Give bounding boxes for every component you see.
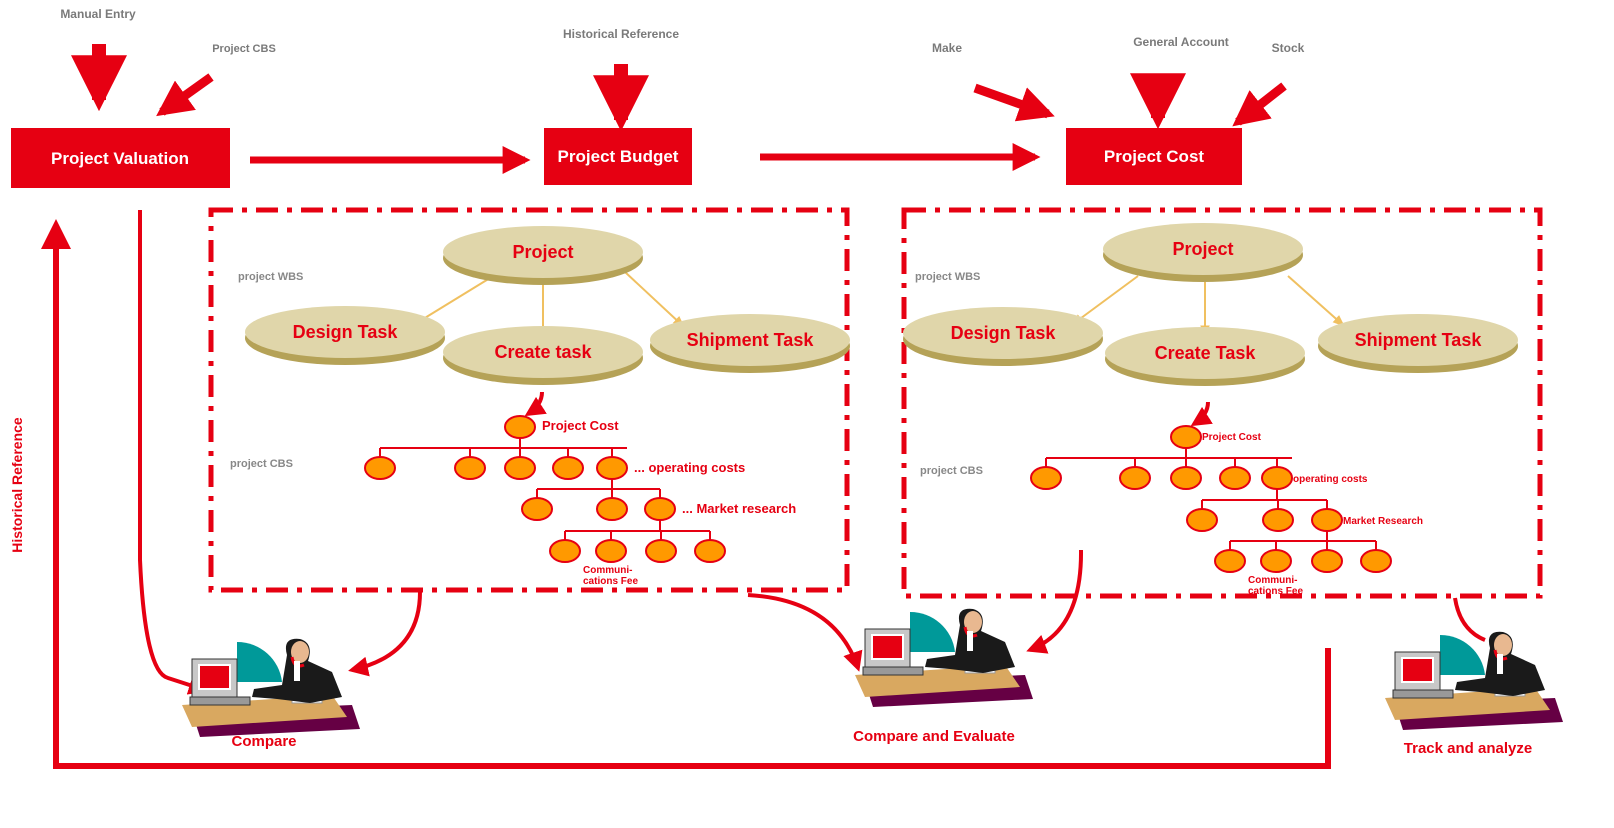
svg-text:Project: Project <box>512 242 573 262</box>
cbs-node <box>694 539 726 563</box>
cbs-node <box>596 456 628 480</box>
arrow-down-icon <box>71 44 1287 132</box>
right-wbs-cbs-frame <box>901 207 1543 599</box>
cbs-node <box>1170 466 1202 490</box>
cbs-node <box>1030 466 1062 490</box>
communications-fee-label: Communi- <box>1248 575 1297 586</box>
cbs-node <box>1311 549 1343 573</box>
source-project-cbs: Project CBS <box>212 43 276 55</box>
cbs-label: project CBS <box>230 458 293 470</box>
operating-costs-label: ... operating costs <box>634 460 745 475</box>
cbs-node <box>1214 549 1246 573</box>
cbs-node <box>504 415 536 439</box>
svg-text:Project: Project <box>1172 239 1233 259</box>
svg-text:Create Task: Create Task <box>1155 343 1257 363</box>
source-make: Make <box>932 41 962 55</box>
cost-node-label: Project Cost <box>1202 432 1262 443</box>
cbs-node <box>644 497 676 521</box>
source-manual-entry: Manual Entry <box>60 7 136 21</box>
left-wbs-cbs-frame <box>208 207 850 593</box>
caption-compare-evaluate: Compare and Evaluate <box>853 728 1015 745</box>
wbs-connector <box>412 277 491 326</box>
operating-costs-label: operating costs <box>1293 474 1368 485</box>
project-valuation-box: Project Valuation <box>11 128 230 188</box>
communications-fee-label: Communi- <box>583 565 632 576</box>
wbs-node-project: Project <box>443 226 643 285</box>
cbs-node <box>521 497 553 521</box>
wbs-label: project WBS <box>915 271 980 283</box>
wbs-node-design-task: Design Task <box>903 307 1103 366</box>
cbs-link-arrow <box>524 391 547 417</box>
cbs-node <box>645 539 677 563</box>
wbs-node-shipment-task: Shipment Task <box>650 314 850 373</box>
wbs-node-create-task: Create Task <box>1105 327 1305 386</box>
communications-fee-label-2: cations Fee <box>1248 586 1303 597</box>
project-cost-box: Project Cost <box>1066 128 1242 185</box>
person-at-computer-icon <box>1385 631 1563 730</box>
wbs-node-project: Project <box>1103 223 1303 282</box>
caption-track-analyze: Track and analyze <box>1404 740 1532 757</box>
market-research-label: ... Market research <box>682 501 796 516</box>
source-general-account: General Account <box>1133 35 1229 49</box>
cbs-node <box>595 539 627 563</box>
cbs-node <box>1261 466 1293 490</box>
cbs-node <box>1260 549 1292 573</box>
historical-reference-side-label: Historical Reference <box>9 417 25 553</box>
svg-text:Shipment Task: Shipment Task <box>687 330 815 350</box>
cbs-label: project CBS <box>920 465 983 477</box>
svg-text:Project Budget: Project Budget <box>558 147 679 166</box>
market-research-label: Market Research <box>1343 516 1423 527</box>
cbs-node <box>596 497 628 521</box>
source-historical-reference: Historical Reference <box>563 27 679 41</box>
cbs-node <box>1170 425 1202 449</box>
wbs-connector <box>1071 275 1139 326</box>
cbs-node <box>1262 508 1294 532</box>
feedback-lines <box>41 210 1486 769</box>
svg-text:Shipment Task: Shipment Task <box>1355 330 1483 350</box>
cbs-node <box>364 456 396 480</box>
svg-text:Design Task: Design Task <box>951 323 1057 343</box>
cbs-node <box>1186 508 1218 532</box>
person-at-computer-icon <box>855 608 1033 707</box>
source-stock: Stock <box>1272 41 1305 55</box>
person-at-computer-icon <box>182 638 360 737</box>
svg-text:Design Task: Design Task <box>293 322 399 342</box>
cbs-node <box>1219 466 1251 490</box>
project-budget-box: Project Budget <box>544 128 692 185</box>
wbs-node-design-task: Design Task <box>245 306 445 365</box>
communications-fee-label-2: cations Fee <box>583 576 638 587</box>
cbs-node <box>549 539 581 563</box>
cbs-node <box>504 456 536 480</box>
wbs-connector <box>1287 275 1345 327</box>
wbs-node-shipment-task: Shipment Task <box>1318 314 1518 373</box>
cbs-node <box>1360 549 1392 573</box>
wbs-node-create-task: Create task <box>443 326 643 385</box>
cbs-link-arrow <box>1190 401 1213 427</box>
cbs-node <box>552 456 584 480</box>
cbs-node <box>454 456 486 480</box>
svg-text:Project Valuation: Project Valuation <box>51 149 189 168</box>
svg-text:Project Cost: Project Cost <box>1104 147 1204 166</box>
arrow-right-icon <box>250 143 1041 174</box>
caption-compare: Compare <box>231 733 296 750</box>
cbs-node <box>1311 508 1343 532</box>
wbs-connector <box>624 271 685 328</box>
cbs-node <box>1119 466 1151 490</box>
wbs-label: project WBS <box>238 271 303 283</box>
cost-node-label: Project Cost <box>542 418 619 433</box>
svg-text:Create task: Create task <box>494 342 592 362</box>
